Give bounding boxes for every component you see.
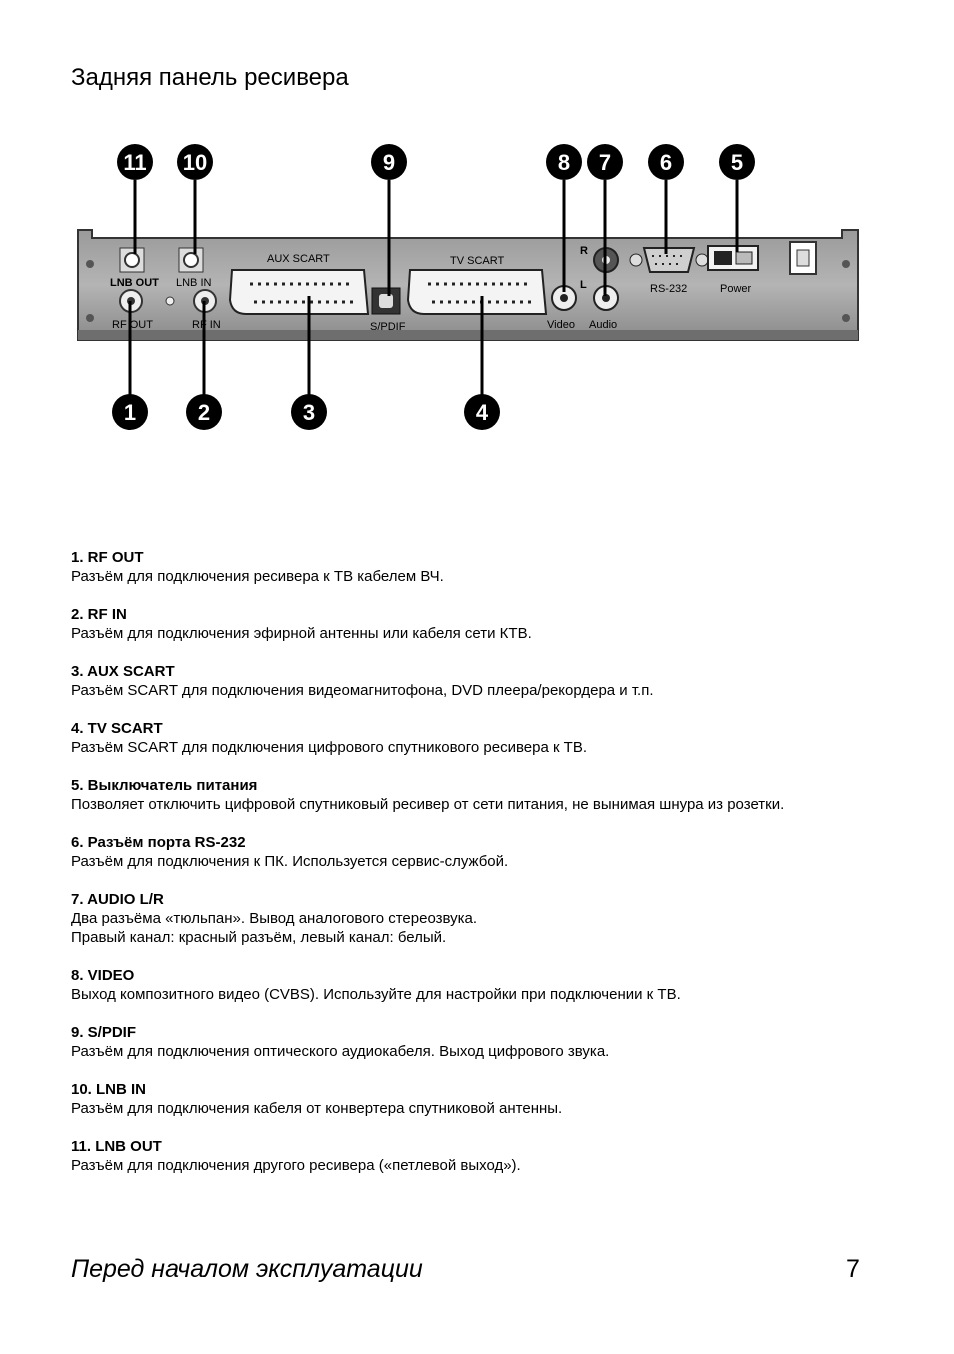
description-item: 7. AUDIO L/R Два разъёма «тюльпан». Выво… bbox=[71, 890, 891, 947]
power-socket-inner bbox=[796, 249, 810, 267]
description-item: 6. Разъём порта RS-232 Разъём для подклю… bbox=[71, 833, 891, 871]
description-heading: 7. AUDIO L/R bbox=[71, 891, 164, 908]
rear-panel-figure: LNB OUT LNB IN RF OUT RF IN AUX SCART S/… bbox=[72, 136, 862, 436]
description-heading: 8. VIDEO bbox=[71, 967, 135, 984]
description-item: 3. AUX SCART Разъём SCART для подключени… bbox=[71, 662, 891, 700]
rear-panel-diagram: LNB OUT LNB IN RF OUT RF IN AUX SCART S/… bbox=[77, 144, 859, 430]
svg-text:2: 2 bbox=[198, 400, 210, 425]
callout-9: 9 bbox=[371, 144, 407, 180]
callout-7: 7 bbox=[587, 144, 623, 180]
panel-screw-icon bbox=[842, 314, 850, 322]
label-lnb-out: LNB OUT bbox=[110, 277, 159, 289]
label-l: L bbox=[580, 279, 587, 291]
description-item: 1. RF OUT Разъём для подключения ресивер… bbox=[71, 548, 891, 586]
tv-scart-connector bbox=[406, 269, 548, 315]
lnb-in-connector-pin bbox=[183, 252, 199, 268]
power-switch-rocker-off bbox=[735, 251, 753, 265]
description-item: 2. RF IN Разъём для подключения эфирной … bbox=[71, 605, 891, 643]
callout-11: 11 bbox=[117, 144, 153, 180]
description-heading: 5. Выключатель питания bbox=[71, 777, 258, 794]
svg-text:3: 3 bbox=[303, 400, 315, 425]
description-text: Два разъёма «тюльпан». Вывод аналогового… bbox=[71, 910, 478, 927]
svg-text:5: 5 bbox=[731, 150, 743, 175]
spdif-connector-port bbox=[379, 294, 393, 308]
label-video: Video bbox=[547, 319, 575, 331]
connector-descriptions: 1. RF OUT Разъём для подключения ресивер… bbox=[71, 548, 891, 1194]
description-heading: 11. LNB OUT bbox=[71, 1138, 162, 1155]
lnb-out-connector-pin bbox=[124, 252, 140, 268]
label-tv-scart: TV SCART bbox=[450, 255, 504, 267]
description-heading: 6. Разъём порта RS-232 bbox=[71, 834, 246, 851]
svg-text:6: 6 bbox=[660, 150, 672, 175]
page-number: 7 bbox=[846, 1255, 860, 1283]
footer-section-title: Перед началом эксплуатации bbox=[71, 1255, 423, 1283]
description-text: Разъём для подключения к ПК. Используетс… bbox=[71, 853, 509, 870]
description-heading: 10. LNB IN bbox=[71, 1081, 147, 1098]
description-text: Разъём для подключения ресивера к ТВ каб… bbox=[71, 568, 444, 585]
description-heading: 4. TV SCART bbox=[71, 720, 163, 737]
label-spdif: S/PDIF bbox=[370, 321, 406, 333]
description-text: Разъём для подключения оптического аудио… bbox=[71, 1043, 610, 1060]
description-text: Правый канал: красный разъём, левый кана… bbox=[71, 929, 447, 946]
label-lnb-in: LNB IN bbox=[176, 277, 212, 289]
description-item: 10. LNB IN Разъём для подключения кабеля… bbox=[71, 1080, 891, 1118]
description-text: Разъём SCART для подключения цифрового с… bbox=[71, 739, 588, 756]
panel-screw-icon bbox=[86, 314, 94, 322]
label-audio: Audio bbox=[589, 319, 617, 331]
rs232-connector bbox=[642, 247, 696, 273]
description-text: Разъём для подключения эфирной антенны и… bbox=[71, 625, 532, 642]
description-text: Разъём SCART для подключения видеомагнит… bbox=[71, 682, 654, 699]
callout-5: 5 bbox=[719, 144, 755, 180]
panel-led-icon bbox=[165, 296, 175, 306]
rs232-screw-icon bbox=[629, 253, 643, 267]
description-item: 5. Выключатель питания Позволяет отключи… bbox=[71, 776, 891, 814]
callout-1: 1 bbox=[112, 394, 148, 430]
receiver-panel-base bbox=[78, 330, 858, 340]
label-r: R bbox=[580, 245, 588, 257]
svg-text:11: 11 bbox=[123, 150, 146, 175]
svg-text:9: 9 bbox=[383, 150, 395, 175]
callout-6: 6 bbox=[648, 144, 684, 180]
power-switch-rocker bbox=[714, 251, 732, 265]
label-rs232: RS-232 bbox=[650, 283, 687, 295]
description-heading: 2. RF IN bbox=[71, 606, 127, 623]
rs232-screw-icon bbox=[695, 253, 709, 267]
description-heading: 9. S/PDIF bbox=[71, 1024, 137, 1041]
description-heading: 3. AUX SCART bbox=[71, 663, 175, 680]
description-text: Позволяет отключить цифровой спутниковый… bbox=[71, 796, 785, 813]
svg-text:10: 10 bbox=[183, 150, 207, 175]
callout-3: 3 bbox=[291, 394, 327, 430]
panel-screw-icon bbox=[842, 260, 850, 268]
description-text: Разъём для подключения кабеля от конверт… bbox=[71, 1100, 563, 1117]
callout-2: 2 bbox=[186, 394, 222, 430]
panel-screw-icon bbox=[86, 260, 94, 268]
aux-scart-connector bbox=[228, 269, 370, 315]
label-power: Power bbox=[720, 283, 752, 295]
description-text: Выход композитного видео (CVBS). Использ… bbox=[71, 986, 681, 1003]
svg-text:8: 8 bbox=[558, 150, 570, 175]
description-heading: 1. RF OUT bbox=[71, 549, 144, 566]
description-item: 9. S/PDIF Разъём для подключения оптичес… bbox=[71, 1023, 891, 1061]
callout-10: 10 bbox=[177, 144, 213, 180]
description-item: 8. VIDEO Выход композитного видео (CVBS)… bbox=[71, 966, 891, 1004]
svg-text:7: 7 bbox=[599, 150, 611, 175]
callout-8: 8 bbox=[546, 144, 582, 180]
label-rf-out: RF OUT bbox=[112, 319, 153, 331]
video-rca-connector-pin bbox=[560, 294, 568, 302]
description-text: Разъём для подключения другого ресивера … bbox=[71, 1157, 521, 1174]
page-title: Задняя панель ресивера bbox=[71, 64, 349, 91]
svg-text:4: 4 bbox=[476, 400, 489, 425]
callout-4: 4 bbox=[464, 394, 500, 430]
description-item: 4. TV SCART Разъём SCART для подключения… bbox=[71, 719, 891, 757]
svg-text:1: 1 bbox=[124, 400, 136, 425]
label-aux-scart: AUX SCART bbox=[267, 253, 330, 265]
label-rf-in: RF IN bbox=[192, 319, 221, 331]
description-item: 11. LNB OUT Разъём для подключения друго… bbox=[71, 1137, 891, 1175]
